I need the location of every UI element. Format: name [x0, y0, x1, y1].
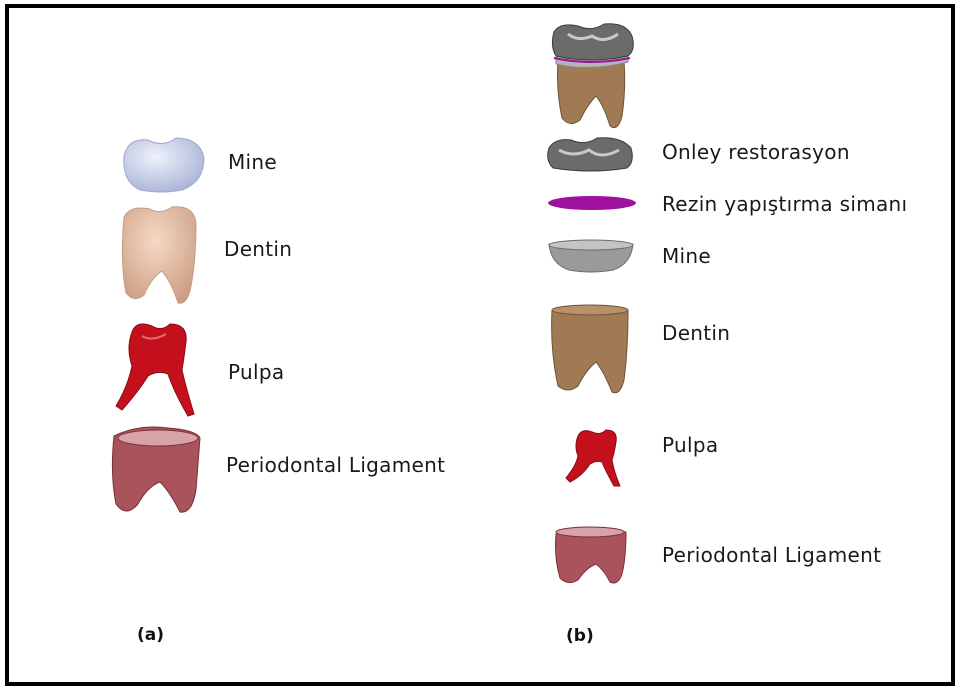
dentin-a-icon: [116, 203, 201, 308]
enamel-b-icon: [547, 238, 635, 274]
label-pulpa-a: Pulpa: [228, 360, 284, 384]
label-mine-b: Mine: [662, 244, 711, 268]
label-ligament-b: Periodontal Ligament: [662, 543, 881, 567]
ligament-a-icon: [108, 424, 206, 519]
dentin-b-icon: [546, 300, 634, 396]
ligament-b-icon: [552, 524, 632, 586]
assembled-tooth-icon: [548, 20, 638, 132]
enamel-a-icon: [118, 134, 208, 194]
label-ligament-a: Periodontal Ligament: [226, 453, 445, 477]
label-dentin-a: Dentin: [224, 237, 292, 261]
label-mine-a: Mine: [228, 150, 277, 174]
caption-b: (b): [566, 626, 594, 646]
pulp-b-icon: [562, 426, 626, 488]
label-cement-b: Rezin yapıştırma simanı: [662, 192, 907, 216]
onlay-icon: [545, 134, 637, 174]
label-dentin-b: Dentin: [662, 321, 730, 345]
label-pulpa-b: Pulpa: [662, 433, 718, 457]
label-onlay-b: Onley restorasyon: [662, 140, 850, 164]
caption-a: (a): [137, 625, 164, 645]
cement-icon: [546, 192, 638, 214]
pulp-a-icon: [112, 318, 202, 418]
